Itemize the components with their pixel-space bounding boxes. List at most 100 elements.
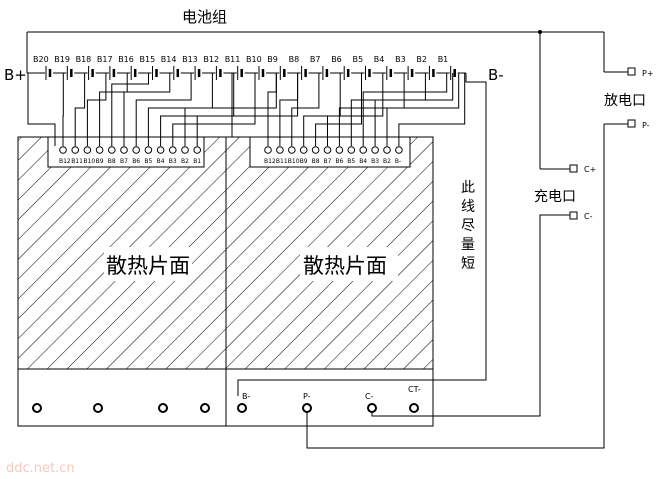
battery-cell-b16: B16 [118, 55, 139, 80]
svg-text:B1: B1 [193, 158, 201, 165]
cell-label: B9 [267, 55, 278, 64]
svg-text:B4: B4 [359, 158, 367, 165]
board-pin-b-minus: B- [242, 392, 250, 401]
battery-cell-b19: B19 [54, 55, 75, 80]
terminal-p-plus [627, 67, 636, 76]
board-pin-p-minus: P- [303, 392, 311, 401]
svg-text:B6: B6 [132, 158, 140, 165]
cell-label: B6 [331, 55, 342, 64]
board-pin-ct-minus: CT- [408, 385, 421, 394]
svg-text:线: 线 [461, 199, 475, 215]
svg-text:B5: B5 [144, 158, 152, 165]
battery-cell-b1: B1 [438, 55, 458, 80]
svg-text:B3: B3 [169, 158, 177, 165]
discharge-port-label: 放电口 [604, 93, 646, 109]
terminal-p-minus-label: P- [642, 121, 650, 130]
battery-cell-b11: B11 [225, 55, 245, 80]
cell-label: B2 [416, 55, 427, 64]
battery-negative-label: B- [488, 66, 504, 84]
left-pin-b5: B5 [144, 146, 153, 165]
svg-text:B4: B4 [157, 158, 165, 165]
right-pin-b8: B8 [312, 146, 320, 165]
svg-text:B10: B10 [288, 158, 300, 165]
heatsink-left-label: 散热片面 [106, 254, 190, 278]
battery-cell-b8: B8 [289, 55, 309, 80]
cell-label: B4 [374, 55, 385, 64]
left-pin-b4: B4 [157, 146, 165, 165]
battery-cell-b13: B13 [182, 55, 203, 80]
watermark: ddc.net.cn [6, 461, 75, 476]
left-pin-b2: B2 [181, 146, 189, 165]
svg-text:B12: B12 [59, 158, 71, 165]
left-pin-b7: B7 [120, 146, 128, 165]
battery-cell-b3: B3 [395, 55, 416, 80]
svg-text:B12: B12 [264, 158, 276, 165]
left-pin-b10: B10 [83, 146, 95, 165]
cell-label: B10 [246, 55, 262, 64]
svg-text:B6: B6 [335, 158, 343, 165]
cell-label: B11 [225, 55, 241, 64]
battery-cell-b2: B2 [416, 55, 437, 80]
svg-text:B8: B8 [108, 158, 116, 165]
terminal-p-plus-label: P+ [642, 69, 654, 78]
svg-text:尽: 尽 [461, 218, 475, 234]
battery-cell-b12: B12 [203, 55, 224, 80]
terminal-c-minus [569, 211, 578, 220]
left-pin-b3: B3 [169, 146, 177, 165]
left-pin-b11: B11 [71, 146, 83, 165]
svg-text:B10: B10 [83, 158, 95, 165]
board-screw-holes [32, 403, 419, 413]
svg-text:B11: B11 [71, 158, 83, 165]
left-pin-b9: B9 [96, 146, 104, 165]
svg-text:B7: B7 [120, 158, 128, 165]
battery-cell-b9: B9 [267, 55, 288, 80]
battery-cell-b10: B10 [246, 55, 266, 80]
right-pin-b2: B2 [383, 146, 391, 165]
right-pin-b9: B9 [300, 146, 308, 165]
terminal-c-plus-label: C+ [584, 165, 596, 174]
right-pin-b3: B3 [371, 146, 379, 165]
right-pin-b11: B11 [276, 146, 288, 165]
svg-text:B8: B8 [312, 158, 320, 165]
cell-label: B16 [118, 55, 134, 64]
battery-cell-b18: B18 [76, 55, 96, 80]
svg-text:B3: B3 [371, 158, 379, 165]
right-pin-b5: B5 [347, 146, 355, 165]
left-pin-b6: B6 [132, 146, 140, 165]
svg-text:B2: B2 [181, 158, 189, 165]
terminal-c-minus-label: C- [584, 212, 593, 221]
terminal-p-minus [627, 119, 636, 128]
battery-cell-b5: B5 [353, 55, 373, 80]
right-pin-b6: B6 [335, 146, 344, 165]
cell-label: B1 [438, 55, 449, 64]
battery-cell-b15: B15 [140, 55, 160, 80]
left-pin-b1: B1 [193, 146, 201, 165]
battery-cell-b6: B6 [331, 55, 352, 80]
cell-label: B14 [161, 55, 177, 64]
svg-text:B2: B2 [383, 158, 391, 165]
cell-label: B7 [310, 55, 321, 64]
cell-label: B13 [182, 55, 198, 64]
cell-label: B12 [203, 55, 219, 64]
svg-text:B5: B5 [347, 158, 355, 165]
cell-label: B19 [54, 55, 70, 64]
svg-text:短: 短 [461, 256, 475, 272]
right-pin-b4: B4 [359, 146, 367, 165]
right-pin-b7: B7 [324, 146, 332, 165]
battery-cell-b7: B7 [310, 55, 330, 80]
cell-label: B5 [353, 55, 364, 64]
battery-cell-b17: B17 [97, 55, 117, 80]
cell-label: B17 [97, 55, 113, 64]
svg-text:B7: B7 [324, 158, 332, 165]
battery-cell-b14: B14 [161, 55, 181, 80]
cell-label: B18 [76, 55, 92, 64]
left-pin-b12: B12 [59, 146, 71, 165]
cell-label: B15 [140, 55, 156, 64]
terminal-c-plus [569, 164, 578, 173]
cell-label: B20 [33, 55, 49, 64]
right-pin-b-: B- [395, 146, 403, 165]
battery-positive-label: B+ [4, 66, 27, 84]
